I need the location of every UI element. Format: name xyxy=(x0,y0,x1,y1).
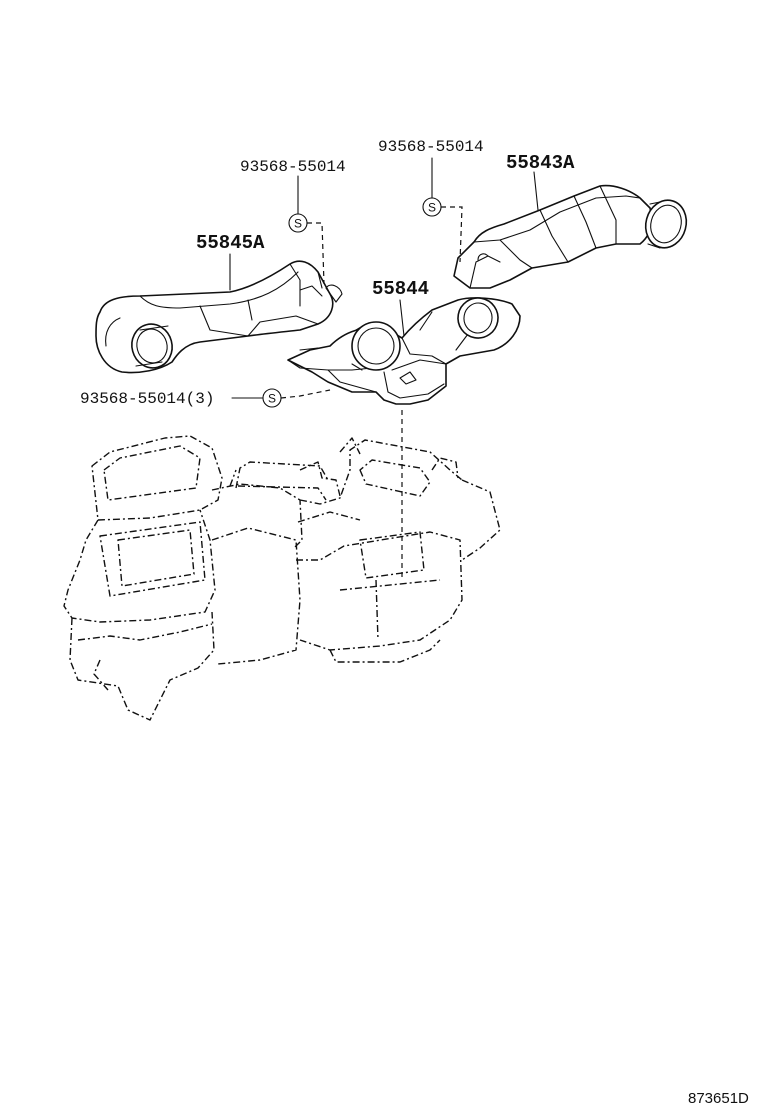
svg-text:S: S xyxy=(428,201,436,215)
duct-55843a xyxy=(453,184,688,289)
leader-screw-right xyxy=(441,206,463,263)
label-screw-center: 93568-55014(3) xyxy=(80,390,214,408)
screw-symbol-left: S xyxy=(288,213,308,233)
duct-55845a xyxy=(95,260,343,374)
svg-text:S: S xyxy=(294,217,302,231)
duct-55844 xyxy=(287,297,521,405)
label-55843a: 55843A xyxy=(506,152,575,174)
figure-id: 873651D xyxy=(688,1090,749,1107)
screw-symbol-right: S xyxy=(422,197,442,217)
leader-55843a xyxy=(533,171,539,211)
leader-screw-left xyxy=(307,222,325,285)
leader-55844 xyxy=(399,299,405,337)
screw-symbol-center: S xyxy=(262,388,282,408)
label-screw-right: 93568-55014 xyxy=(378,138,484,156)
svg-text:S: S xyxy=(268,392,276,406)
label-55845a: 55845A xyxy=(196,232,265,254)
label-screw-left: 93568-55014 xyxy=(240,158,346,176)
leader-screw-center xyxy=(280,389,331,399)
label-55844: 55844 xyxy=(372,278,429,300)
heater-unit-assembly xyxy=(63,435,501,721)
